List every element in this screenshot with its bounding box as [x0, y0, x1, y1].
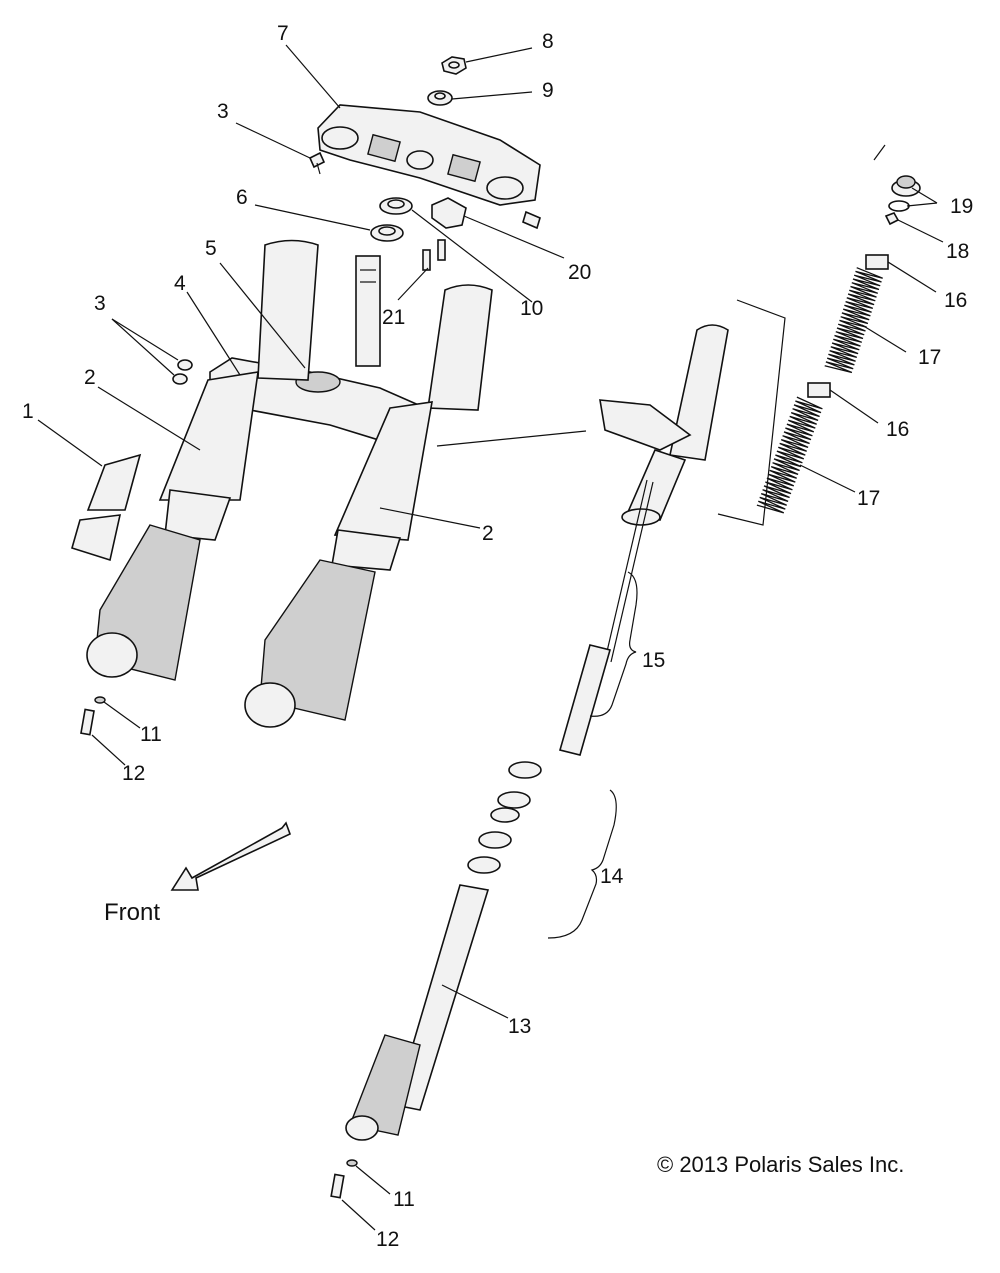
bearing-10 — [379, 197, 413, 215]
callout-6: 6 — [236, 186, 248, 209]
callout-17-bottom: 17 — [857, 487, 880, 510]
right-fork-leg — [244, 284, 493, 728]
callout-21: 21 — [382, 306, 405, 329]
callout-11-bottom: 11 — [393, 1188, 415, 1211]
callout-18: 18 — [946, 240, 969, 263]
piston-rings-14 — [467, 761, 542, 874]
callout-12-left: 12 — [122, 762, 145, 785]
callout-1: 1 — [22, 400, 34, 423]
callout-13: 13 — [508, 1015, 531, 1038]
copyright-notice: © 2013 Polaris Sales Inc. — [657, 1152, 904, 1177]
callout-16-top: 16 — [944, 289, 967, 312]
callout-9: 9 — [542, 79, 554, 102]
callout-19: 19 — [950, 195, 973, 218]
screw-11-left — [94, 696, 106, 704]
callout-14: 14 — [600, 865, 624, 888]
washer-9 — [427, 90, 453, 106]
left-fork-leg — [86, 239, 319, 681]
seal-6 — [370, 224, 404, 242]
callout-12-bottom: 12 — [376, 1228, 399, 1251]
steering-stem — [355, 255, 381, 367]
callout-4: 4 — [174, 272, 186, 295]
brace-14 — [547, 789, 617, 939]
leader-lines — [37, 44, 944, 1231]
spring-17-top — [824, 267, 883, 374]
damper-rod-15 — [559, 479, 654, 756]
callout-8: 8 — [542, 30, 554, 53]
callout-10: 10 — [520, 297, 543, 320]
bolt-12-bottom — [330, 1173, 345, 1199]
spring-17-bottom — [756, 396, 823, 514]
nut-8 — [441, 56, 467, 75]
sensor-bracket-1 — [71, 453, 142, 562]
upper-triple-clamp — [317, 104, 541, 206]
callout-17-top: 17 — [918, 346, 941, 369]
callout-3-top: 3 — [217, 100, 229, 123]
spacer-16-bottom — [807, 382, 831, 398]
screw-11-bottom — [346, 1159, 358, 1167]
callout-3-pair: 3 — [94, 292, 106, 315]
callout-7: 7 — [277, 22, 289, 45]
front-label: Front — [104, 899, 160, 926]
callout-5: 5 — [205, 237, 217, 260]
bolts-3-pair — [172, 359, 193, 385]
lower-slider-13 — [345, 884, 490, 1141]
callout-2-left: 2 — [84, 366, 96, 389]
callout-11-left: 11 — [140, 723, 162, 746]
brace-15 — [589, 571, 638, 717]
bolt-12-left — [80, 708, 95, 736]
callout-20: 20 — [568, 261, 591, 284]
spacer-16-top — [865, 254, 889, 270]
bolts-21 — [422, 239, 446, 271]
callout-2-right: 2 — [482, 522, 494, 545]
bracket-lines-exploded — [717, 299, 786, 526]
callout-16-bottom: 16 — [886, 418, 909, 441]
bolt-3-top — [308, 151, 326, 175]
exploded-upper-tube — [599, 324, 729, 526]
cap-19 — [888, 175, 921, 212]
clamp-block-20 — [431, 197, 467, 229]
nut-18 — [884, 212, 900, 226]
callout-15: 15 — [642, 649, 665, 672]
bolt-20-screw — [522, 210, 541, 230]
front-direction-arrow — [170, 821, 292, 891]
